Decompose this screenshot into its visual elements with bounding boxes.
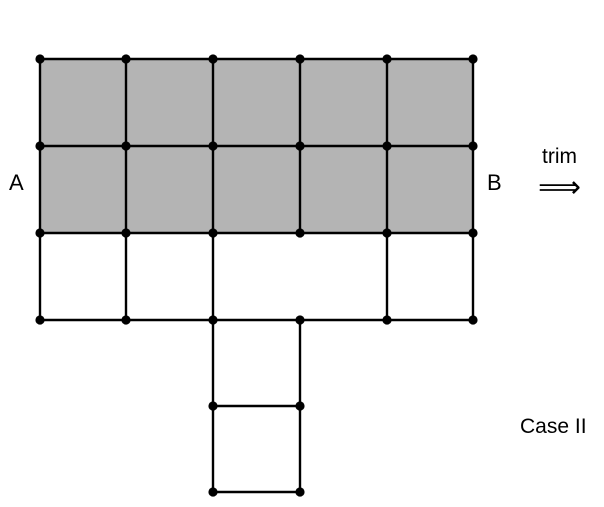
label-case: Case II xyxy=(520,415,587,438)
grid-node xyxy=(468,228,478,238)
grid-node xyxy=(208,228,218,238)
grid-node xyxy=(208,315,218,325)
grid-node xyxy=(295,315,305,325)
implies-arrow-icon: ⟹ xyxy=(538,171,581,204)
grid-node xyxy=(295,54,305,64)
grid-node xyxy=(208,487,218,497)
grid-node xyxy=(121,54,131,64)
grid-node xyxy=(295,228,305,238)
grid-node xyxy=(35,141,45,151)
grid-node xyxy=(468,54,478,64)
grid-node xyxy=(382,141,392,151)
grid-node xyxy=(35,315,45,325)
label-a: A xyxy=(9,170,24,195)
grid-node xyxy=(208,54,218,64)
grid-node xyxy=(208,401,218,411)
label-trim: trim xyxy=(542,145,577,168)
grid-node xyxy=(121,141,131,151)
grid-node xyxy=(382,228,392,238)
grid-node xyxy=(295,141,305,151)
grid-node xyxy=(35,228,45,238)
grid-node xyxy=(468,141,478,151)
grid-node xyxy=(295,487,305,497)
grid-node xyxy=(208,141,218,151)
grid-node xyxy=(35,54,45,64)
grid-node xyxy=(468,315,478,325)
label-b: B xyxy=(487,170,502,195)
grid-node xyxy=(121,315,131,325)
grid-node xyxy=(382,54,392,64)
grid-node xyxy=(121,228,131,238)
grid-node xyxy=(382,315,392,325)
grid-node xyxy=(295,401,305,411)
grid-nodes xyxy=(35,54,478,497)
